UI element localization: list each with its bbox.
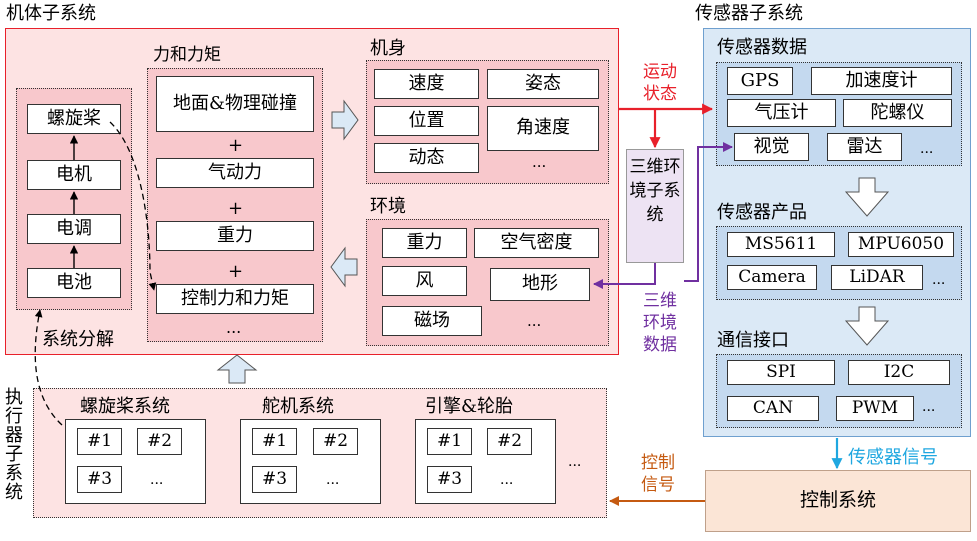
mpu6050-box: MPU6050 (848, 232, 954, 257)
barometer-box: 气压计 (727, 99, 836, 127)
env-data-label: 三维环境数据 (643, 291, 677, 355)
propeller-box: 螺旋桨 (27, 104, 121, 134)
decomposition-dashed-arrow (34, 309, 63, 426)
block-arrow-down (844, 177, 890, 217)
propeller-units-ellipsis: ... (150, 472, 164, 488)
servo-unit-1: #1 (252, 428, 297, 455)
block-arrow-down (844, 306, 890, 346)
block-arrow-up (216, 354, 258, 384)
environment-ellipsis: ... (527, 312, 542, 330)
env-gravity-box: 重力 (382, 228, 467, 258)
sensor-products-ellipsis: ... (932, 272, 946, 288)
spi-box: SPI (727, 360, 835, 385)
gps-box: GPS (727, 67, 793, 95)
environment-3d-box (626, 149, 684, 263)
ms5611-box: MS5611 (727, 232, 835, 257)
sensor-signal-label: 传感器信号 (848, 447, 938, 468)
body-subsystem-title: 机体子系统 (6, 3, 96, 24)
vision-box: 视觉 (734, 133, 809, 161)
env-data-arrow (684, 142, 733, 282)
interfaces-ellipsis: ... (922, 399, 936, 415)
propeller-force-dashed-arrow (109, 121, 157, 291)
sensor-subsystem-title: 传感器子系统 (695, 3, 803, 24)
control-system-box: 控制系统 (705, 470, 971, 532)
control-signal-label: 控制信号 (641, 453, 675, 495)
propeller-unit-3: #3 (77, 466, 122, 493)
ground-collision-box: 地面&物理碰撞 (156, 76, 314, 132)
can-box: CAN (727, 396, 819, 421)
sensor-products-title: 传感器产品 (717, 202, 807, 223)
servo-unit-3: #3 (252, 466, 297, 493)
motor-box: 电机 (27, 160, 121, 190)
angular-velocity-box: 角速度 (487, 106, 599, 151)
sensor-data-title: 传感器数据 (717, 37, 807, 58)
engine-unit-3: #3 (427, 466, 472, 493)
propeller-unit-2: #2 (137, 428, 182, 455)
actuator-subsystem-title: 执行器子系统 (2, 387, 23, 501)
servo-system-title: 舵机系统 (262, 396, 334, 417)
decomposition-label: 系统分解 (42, 329, 114, 350)
block-arrow-right (331, 99, 359, 141)
control-force-box: 控制力和力矩 (156, 284, 314, 314)
environment-title: 环境 (370, 196, 406, 217)
camera-box: Camera (727, 265, 817, 290)
airframe-ellipsis: ... (532, 153, 547, 171)
terrain-box: 地形 (490, 268, 590, 301)
plus-sign: + (228, 135, 244, 156)
block-arrow-left (330, 246, 358, 288)
forces-ellipsis: ... (226, 318, 242, 337)
plus-sign: + (228, 261, 244, 282)
interfaces-title: 通信接口 (717, 330, 789, 351)
engine-tire-title: 引擎&轮胎 (425, 396, 514, 417)
esc-box: 电调 (27, 214, 121, 244)
accelerometer-box: 加速度计 (811, 67, 952, 95)
plus-sign: + (228, 198, 244, 219)
aerodynamic-force-box: 气动力 (156, 158, 314, 188)
position-box: 位置 (374, 106, 479, 136)
battery-box: 电池 (27, 268, 121, 298)
gravity-force-box: 重力 (156, 221, 314, 251)
attitude-box: 姿态 (487, 69, 599, 99)
engine-unit-1: #1 (427, 428, 472, 455)
airframe-title: 机身 (370, 38, 406, 59)
propeller-system-title: 螺旋桨系统 (80, 396, 170, 417)
sensor-data-ellipsis: ... (920, 141, 934, 157)
lidar-box: LiDAR (831, 265, 923, 290)
i2c-box: I2C (848, 360, 950, 385)
velocity-box: 速度 (374, 69, 479, 99)
dynamics-box: 动态 (374, 143, 479, 173)
pwm-box: PWM (836, 396, 914, 421)
propeller-unit-1: #1 (77, 428, 122, 455)
wind-box: 风 (382, 266, 467, 296)
air-density-box: 空气密度 (474, 228, 599, 258)
motion-state-label: 运动状态 (643, 62, 677, 104)
engine-units-ellipsis: ... (500, 472, 514, 488)
actuator-groups-ellipsis: ... (568, 454, 582, 470)
magnetic-field-box: 磁场 (382, 306, 482, 336)
radar-box: 雷达 (827, 133, 902, 161)
servo-unit-2: #2 (313, 428, 358, 455)
env-data-arrow (593, 263, 656, 289)
engine-unit-2: #2 (487, 428, 532, 455)
forces-title: 力和力矩 (153, 45, 221, 65)
servo-units-ellipsis: ... (326, 472, 340, 488)
environment-3d-label: 三维环境子系统 (629, 157, 681, 225)
gyroscope-box: 陀螺仪 (843, 99, 952, 127)
